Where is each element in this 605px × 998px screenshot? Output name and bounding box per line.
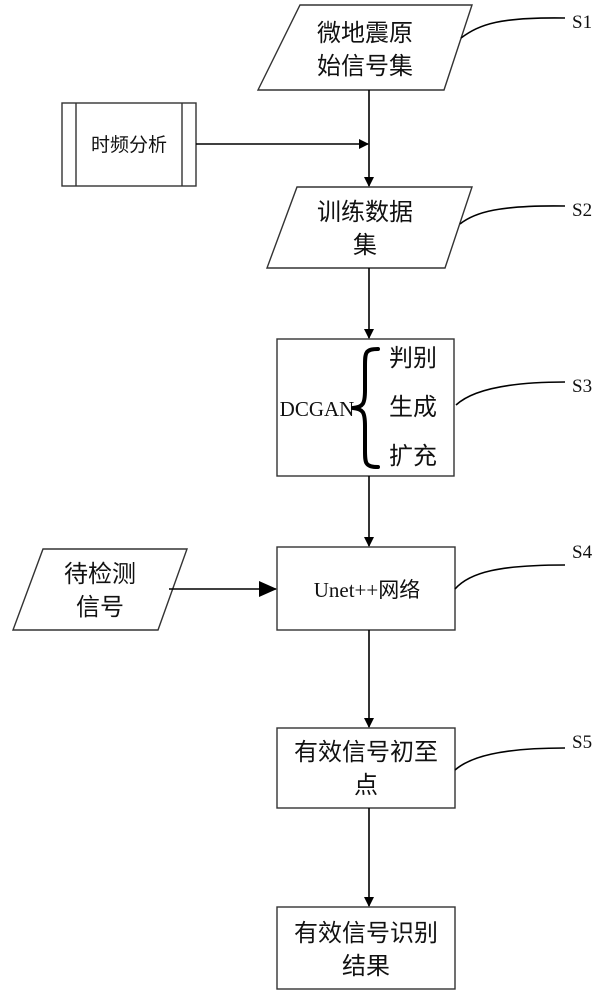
training-dataset-line1: 训练数据 <box>317 198 413 226</box>
dcgan-item-discriminate: 判别 <box>389 344 437 372</box>
callout-s1 <box>461 18 565 38</box>
result-line2: 结果 <box>342 952 390 980</box>
first-arrival-node: 有效信号初至 点 <box>277 728 455 808</box>
step-label-s2: S2 <box>572 200 592 221</box>
step-label-s5: S5 <box>572 732 592 753</box>
raw-signal-set-line1: 微地震原 <box>317 19 413 47</box>
unet-node: Unet++网络 <box>277 547 455 630</box>
callout-s4 <box>455 565 565 589</box>
pending-signal-line1: 待检测 <box>64 560 136 588</box>
callout-s2 <box>460 206 565 224</box>
time-frequency-analysis-label: 时频分析 <box>91 134 167 156</box>
step-label-s1: S1 <box>572 12 592 33</box>
training-dataset-node: 训练数据 集 <box>267 187 472 268</box>
pending-signal-line2: 信号 <box>76 593 124 621</box>
step-label-s3: S3 <box>572 376 592 397</box>
callout-s5 <box>455 748 565 770</box>
dcgan-node: DCGAN 判别 生成 扩充 <box>277 339 454 476</box>
raw-signal-set-node: 微地震原 始信号集 <box>258 5 472 90</box>
step-label-s4: S4 <box>572 542 593 563</box>
result-node: 有效信号识别 结果 <box>277 907 455 989</box>
dcgan-item-generate: 生成 <box>389 393 437 421</box>
raw-signal-set-line2: 始信号集 <box>317 52 413 80</box>
dcgan-item-expand: 扩充 <box>389 442 437 470</box>
unet-label: Unet++网络 <box>314 578 421 602</box>
result-line1: 有效信号识别 <box>294 919 438 947</box>
time-frequency-analysis-node: 时频分析 <box>62 103 196 186</box>
dcgan-label: DCGAN <box>280 397 355 421</box>
first-arrival-line1: 有效信号初至 <box>294 738 438 766</box>
first-arrival-line2: 点 <box>354 771 378 799</box>
callout-s3 <box>456 382 565 405</box>
training-dataset-line2: 集 <box>353 231 377 259</box>
pending-signal-node: 待检测 信号 <box>13 549 187 630</box>
